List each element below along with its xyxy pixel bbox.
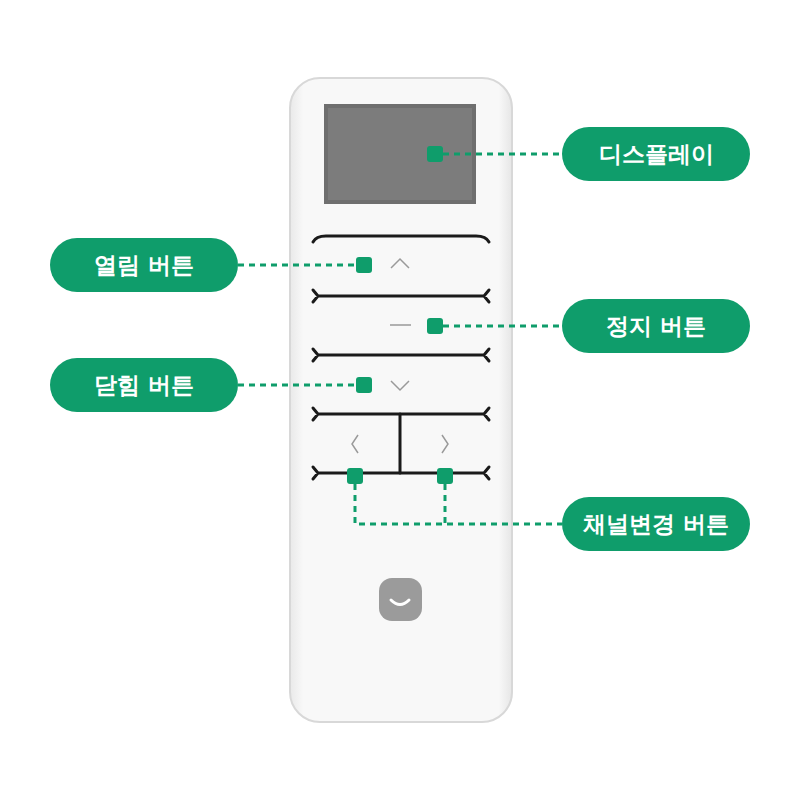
leader-dots bbox=[347, 146, 453, 484]
callout-pill: 열림 버튼 bbox=[50, 238, 238, 292]
callout-pill: 정지 버튼 bbox=[562, 299, 750, 353]
callout-pill: 닫힘 버튼 bbox=[50, 358, 238, 412]
button-dividers bbox=[313, 236, 489, 479]
button-symbols bbox=[352, 259, 448, 453]
callout-pill: 디스플레이 bbox=[562, 127, 750, 181]
display-screen bbox=[328, 108, 472, 200]
callout-label: 닫힘 버튼 bbox=[94, 374, 194, 397]
callout-label: 디스플레이 bbox=[599, 143, 714, 166]
leader-lines bbox=[238, 154, 562, 524]
callout-label: 열림 버튼 bbox=[94, 254, 194, 277]
home-button bbox=[379, 578, 422, 621]
smile-icon bbox=[391, 600, 409, 605]
remote-body bbox=[290, 78, 512, 722]
callout-label: 채널변경 버튼 bbox=[583, 513, 729, 536]
callout-pill: 채널변경 버튼 bbox=[562, 497, 750, 551]
callout-label: 정지 버튼 bbox=[606, 315, 706, 338]
display-frame bbox=[324, 104, 476, 204]
